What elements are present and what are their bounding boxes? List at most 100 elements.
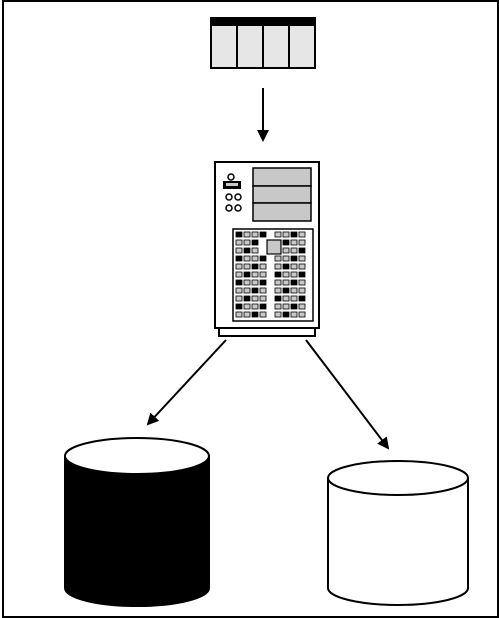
server-module-cell (251, 311, 259, 318)
server-module-cell (298, 303, 306, 310)
server-module-cell (290, 303, 298, 310)
server-module-cell (259, 263, 267, 270)
server-module-cell (251, 263, 259, 270)
server-module-cell (259, 311, 267, 318)
server-module-cell (243, 255, 251, 262)
server-module-cell (290, 239, 298, 246)
server-module-cell (298, 247, 306, 254)
server-module-cell (274, 263, 282, 270)
server-module-cell (282, 279, 290, 286)
server-module-cell (235, 231, 243, 238)
server-module-cell (251, 231, 259, 238)
server-module-cell (290, 311, 298, 318)
server-module-cell (282, 247, 290, 254)
server-module-cell (282, 263, 290, 270)
server-module-cell (251, 239, 259, 246)
server-module-cell (298, 271, 306, 278)
server-module-cell (235, 303, 243, 310)
arrow-server-to-left-disk (146, 339, 227, 426)
server-module-cell (290, 247, 298, 254)
server-module-cell (243, 231, 251, 238)
button-icon (225, 193, 233, 201)
server-module-cell (251, 247, 259, 254)
button-icon (234, 204, 242, 212)
server-module-cell (274, 295, 282, 302)
server-module-cell (282, 255, 290, 262)
server-module-cell (298, 239, 306, 246)
server-module-cell (235, 239, 243, 246)
server-module-cell (290, 263, 298, 270)
button-icon (225, 204, 233, 212)
server-module-cell (235, 271, 243, 278)
server-control-panel (223, 173, 242, 212)
server-module-cell (282, 303, 290, 310)
server-module-cell (243, 311, 251, 318)
server-module-cell (282, 295, 290, 302)
memory-module (210, 17, 316, 69)
server-module-cell (274, 271, 282, 278)
server-module-cell (298, 311, 306, 318)
server-module-cell (235, 279, 243, 286)
server-module-cell (274, 303, 282, 310)
server-module-cell (235, 247, 243, 254)
server-module-cell (235, 295, 243, 302)
drive-bay (252, 202, 312, 222)
server-module-cell (282, 311, 290, 318)
server-module-cell (243, 279, 251, 286)
server-module-cell (235, 287, 243, 294)
server-module-cell (298, 287, 306, 294)
drive-bay (252, 167, 312, 187)
server-module-cell (259, 255, 267, 262)
server-module-cell (251, 295, 259, 302)
server-module-cell (243, 239, 251, 246)
cylinder-top (327, 460, 469, 496)
server-module-cell (290, 279, 298, 286)
server-module-cell (274, 287, 282, 294)
server-module-cell (235, 311, 243, 318)
drive-bays (252, 167, 312, 222)
cylinder-top (64, 437, 210, 475)
server-module-cell (274, 231, 282, 238)
server-module-cell (235, 255, 243, 262)
button-icon (234, 193, 242, 201)
server-module-cell (282, 271, 290, 278)
server-module-cell (290, 295, 298, 302)
server-module-cell (243, 287, 251, 294)
server-module-cell (259, 271, 267, 278)
server-module-cell (274, 255, 282, 262)
power-indicator-icon (227, 173, 235, 181)
server-module-cell (298, 255, 306, 262)
server-module-cell (259, 303, 267, 310)
server-module-cell (298, 263, 306, 270)
server-module-cell (251, 287, 259, 294)
server-module-cell (251, 255, 259, 262)
server-module-cell (251, 303, 259, 310)
server-module-cell (243, 263, 251, 270)
server-module-cell (282, 239, 290, 246)
server-module-cell (259, 295, 267, 302)
server-module-cell (290, 231, 298, 238)
server-module-cell (282, 287, 290, 294)
server (214, 161, 320, 337)
server-module-cell (259, 287, 267, 294)
server-module-cell (259, 279, 267, 286)
server-center-module (266, 239, 282, 255)
server-module-cell (274, 279, 282, 286)
server-module-cell (274, 311, 282, 318)
server-module-cell (290, 287, 298, 294)
server-module-cell (298, 295, 306, 302)
server-module-cell (243, 247, 251, 254)
database-cylinder-black (64, 437, 210, 607)
server-module-cell (259, 231, 267, 238)
server-module-cell (243, 303, 251, 310)
server-module-cell (251, 279, 259, 286)
arrow-server-to-right-disk (305, 339, 390, 450)
server-module-cell (290, 255, 298, 262)
server-module-cell (282, 231, 290, 238)
server-module-cell (243, 271, 251, 278)
server-base (218, 327, 316, 337)
server-module-cell (298, 279, 306, 286)
server-module-grid (232, 228, 314, 322)
